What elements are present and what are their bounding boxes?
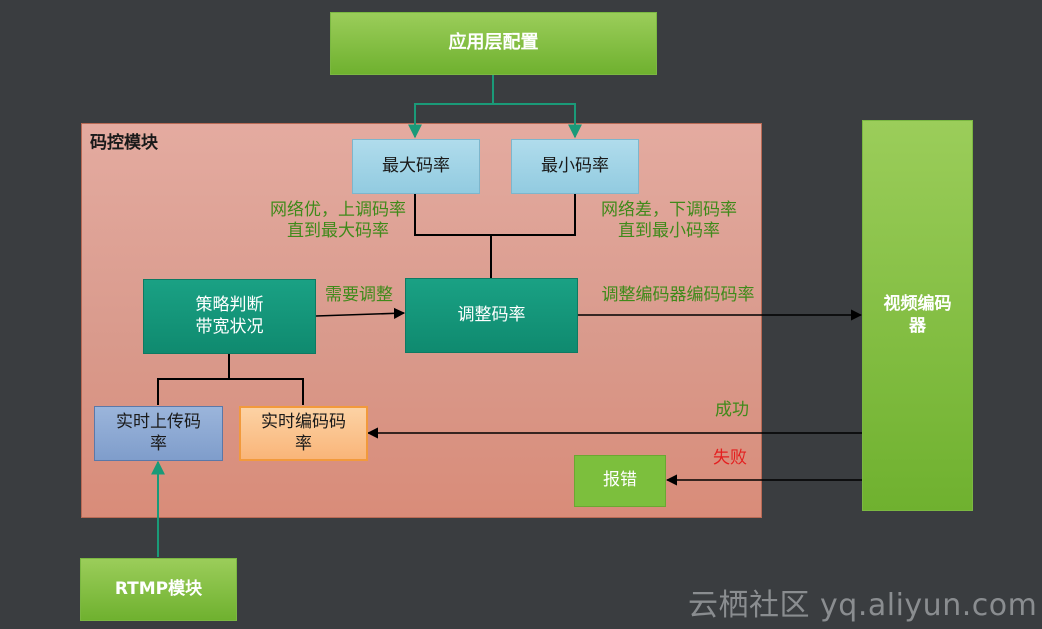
adjust-encoder-label: 调整编码器编码码率 <box>601 285 755 305</box>
app-config-node: 应用层配置 <box>330 12 657 75</box>
success-label: 成功 <box>715 400 749 420</box>
module-title: 码控模块 <box>90 133 158 153</box>
max-bitrate-node: 最大码率 <box>352 139 480 194</box>
watermark: 云栖社区 yq.aliyun.com <box>688 588 1038 623</box>
adjust-bitrate-node: 调整码率 <box>405 278 578 353</box>
error-report-node: 报错 <box>574 455 666 507</box>
realtime-upload-node: 实时上传码 率 <box>94 406 223 461</box>
network-good-label: 网络优，上调码率 直到最大码率 <box>270 200 406 242</box>
need-adjust-label: 需要调整 <box>325 285 393 305</box>
rtmp-module-node: RTMP模块 <box>80 558 237 621</box>
strategy-node: 策略判断 带宽状况 <box>143 279 316 354</box>
realtime-encode-node: 实时编码码 率 <box>239 406 368 461</box>
video-encoder-node: 视频编码 器 <box>862 120 973 511</box>
min-bitrate-node: 最小码率 <box>511 139 639 194</box>
failure-label: 失败 <box>713 448 747 468</box>
network-bad-label: 网络差，下调码率 直到最小码率 <box>601 200 737 242</box>
